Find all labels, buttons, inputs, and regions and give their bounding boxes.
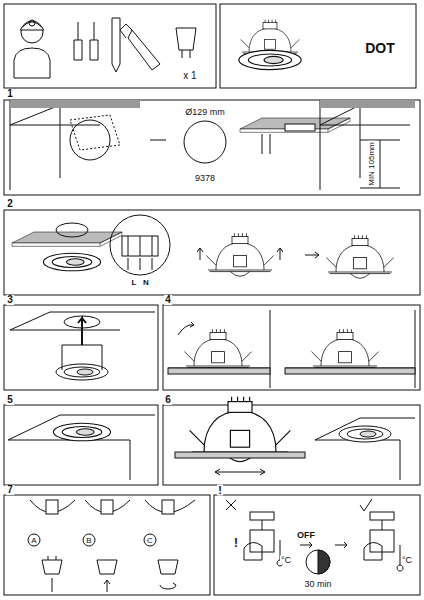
warning-mark: ! xyxy=(217,485,223,496)
product-name: DOT xyxy=(364,41,396,55)
temperature-unit: °C xyxy=(401,556,413,565)
dimension: MIN 105mm xyxy=(368,141,376,187)
step-number: 6 xyxy=(164,395,172,405)
step-number: 4 xyxy=(164,295,172,305)
option-letter: B xyxy=(83,534,96,547)
step-number: 1 xyxy=(6,89,14,99)
step-number: 2 xyxy=(6,199,14,209)
code: 9378 xyxy=(194,174,216,183)
duration: 30 min xyxy=(303,580,332,589)
step-number: 3 xyxy=(6,295,14,305)
temperature-unit: °C xyxy=(280,556,292,565)
step-number: 5 xyxy=(6,395,14,405)
warning-mark: ! xyxy=(233,537,239,549)
option-letter: A xyxy=(28,534,41,547)
terminal-label: N xyxy=(142,279,150,287)
dimension: Ø129 mm xyxy=(184,108,226,117)
terminal-label: L xyxy=(131,279,138,287)
switch-state: OFF xyxy=(296,531,316,540)
option-letter: C xyxy=(144,534,157,547)
quantity: x 1 xyxy=(182,71,197,81)
step-number: 7 xyxy=(6,485,14,495)
